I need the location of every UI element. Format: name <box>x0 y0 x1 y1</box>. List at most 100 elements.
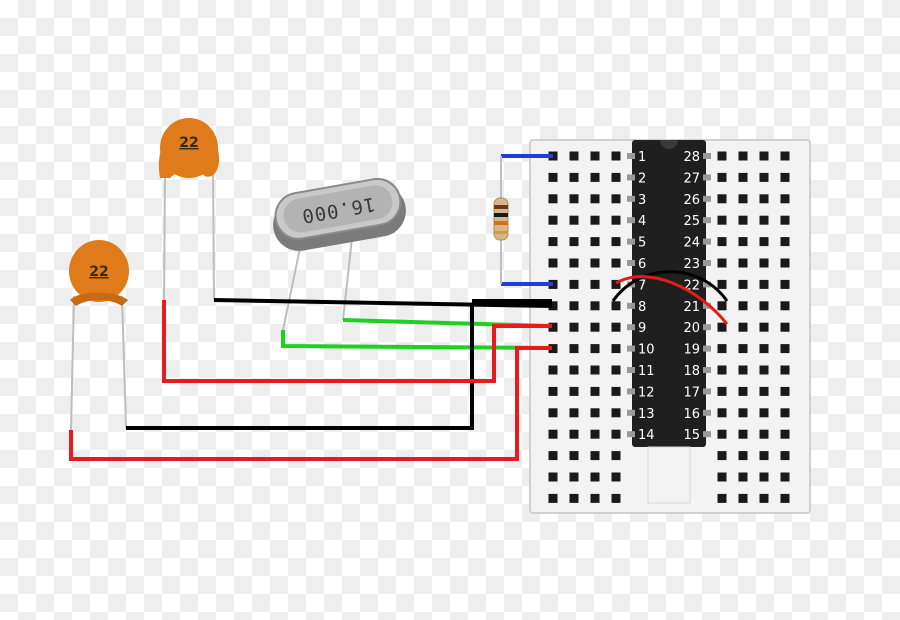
breadboard-hole <box>611 151 621 161</box>
chip-pin-label: 28 <box>683 150 700 165</box>
chip-pin-label: 5 <box>638 236 646 251</box>
chip-pin-left <box>627 174 635 181</box>
breadboard-hole <box>738 344 748 354</box>
chip-pin-label: 14 <box>638 428 655 443</box>
chip-pin-label: 18 <box>683 364 700 379</box>
breadboard-hole <box>611 279 621 289</box>
breadboard-hole <box>590 344 600 354</box>
chip-pin-left <box>627 153 635 159</box>
breadboard-hole <box>569 151 579 161</box>
chip-pin-left <box>627 431 635 438</box>
breadboard-hole <box>759 451 769 461</box>
chip-pin-label: 25 <box>683 214 700 229</box>
breadboard-hole <box>759 386 769 396</box>
chip-pin-right <box>703 217 711 224</box>
chip-pin-left <box>627 217 635 224</box>
breadboard-hole <box>611 215 621 225</box>
breadboard-hole <box>780 408 790 418</box>
breadboard-hole <box>738 258 748 268</box>
breadboard-hole <box>780 194 790 204</box>
chip-pin-left <box>627 388 635 395</box>
breadboard-hole <box>717 386 727 396</box>
breadboard-hole <box>759 472 769 482</box>
breadboard-hole <box>569 215 579 225</box>
chip-pin-right <box>703 367 711 373</box>
breadboard-hole <box>590 237 600 247</box>
breadboard-hole <box>590 258 600 268</box>
chip-pin-label: 9 <box>638 321 646 336</box>
breadboard-hole <box>548 237 558 247</box>
wires <box>69 298 553 461</box>
chip-pin-label: 4 <box>638 214 646 229</box>
breadboard-hole <box>569 322 579 332</box>
breadboard-hole <box>759 258 769 268</box>
breadboard-hole <box>548 365 558 375</box>
breadboard-hole <box>590 408 600 418</box>
breadboard-hole <box>611 237 621 247</box>
breadboard-hole <box>548 344 558 354</box>
breadboard-hole <box>590 386 600 396</box>
chip-pin-label: 19 <box>683 343 700 358</box>
breadboard-hole <box>569 472 579 482</box>
chip-pin-label: 8 <box>638 300 646 315</box>
chip-pin-label: 1 <box>638 150 646 165</box>
breadboard-hole <box>717 451 727 461</box>
breadboard-hole <box>738 172 748 182</box>
chip-pin-label: 24 <box>683 236 700 251</box>
breadboard-hole <box>548 194 558 204</box>
chip-pin-left <box>627 345 635 352</box>
breadboard-hole <box>738 237 748 247</box>
breadboard-hole <box>717 472 727 482</box>
breadboard-hole <box>780 258 790 268</box>
breadboard-hole <box>590 365 600 375</box>
breadboard-hole <box>569 279 579 289</box>
crystal-oscillator: 16.000 <box>273 177 406 331</box>
breadboard-hole <box>738 472 748 482</box>
chip-pin-label: 6 <box>638 257 646 272</box>
chip-pin-label: 10 <box>638 343 655 358</box>
breadboard-hole <box>717 301 727 311</box>
chip-pin-left <box>627 409 635 416</box>
chip-pin-label: 26 <box>683 193 700 208</box>
breadboard-hole <box>759 237 769 247</box>
breadboard-hole <box>759 194 769 204</box>
breadboard-hole <box>569 194 579 204</box>
chip-pin-label: 16 <box>683 407 700 422</box>
breadboard-hole <box>759 365 769 375</box>
chip-pin-right <box>703 174 711 181</box>
breadboard-hole <box>548 322 558 332</box>
breadboard-hole <box>759 429 769 439</box>
chip-pin-right <box>703 388 711 395</box>
breadboard-hole <box>780 472 790 482</box>
resistor-band <box>494 205 508 209</box>
breadboard-hole <box>780 429 790 439</box>
breadboard-hole <box>611 258 621 268</box>
breadboard-hole <box>548 472 558 482</box>
chip-pin-label: 20 <box>683 321 700 336</box>
chip-pin-right <box>703 431 711 438</box>
chip-pin-left <box>627 367 635 373</box>
chip-pin-left <box>627 260 635 266</box>
breadboard-hole <box>569 301 579 311</box>
chip-pin-label: 3 <box>638 193 646 208</box>
breadboard-hole <box>759 493 769 503</box>
breadboard-hole <box>569 429 579 439</box>
breadboard-hole <box>548 429 558 439</box>
breadboard-hole <box>717 493 727 503</box>
breadboard-hole <box>780 215 790 225</box>
chip-ground-jumper <box>611 270 729 302</box>
breadboard-hole <box>590 322 600 332</box>
breadboard-hole <box>548 215 558 225</box>
chip-pin-left <box>627 195 635 202</box>
resistor-band <box>494 213 508 217</box>
breadboard-hole <box>611 493 621 503</box>
breadboard-hole <box>717 194 727 204</box>
breadboard-hole <box>717 408 727 418</box>
breadboard-hole <box>590 429 600 439</box>
breadboard-hole <box>569 493 579 503</box>
breadboard-hole <box>590 172 600 182</box>
breadboard-hole <box>611 472 621 482</box>
breadboard-hole <box>590 451 600 461</box>
